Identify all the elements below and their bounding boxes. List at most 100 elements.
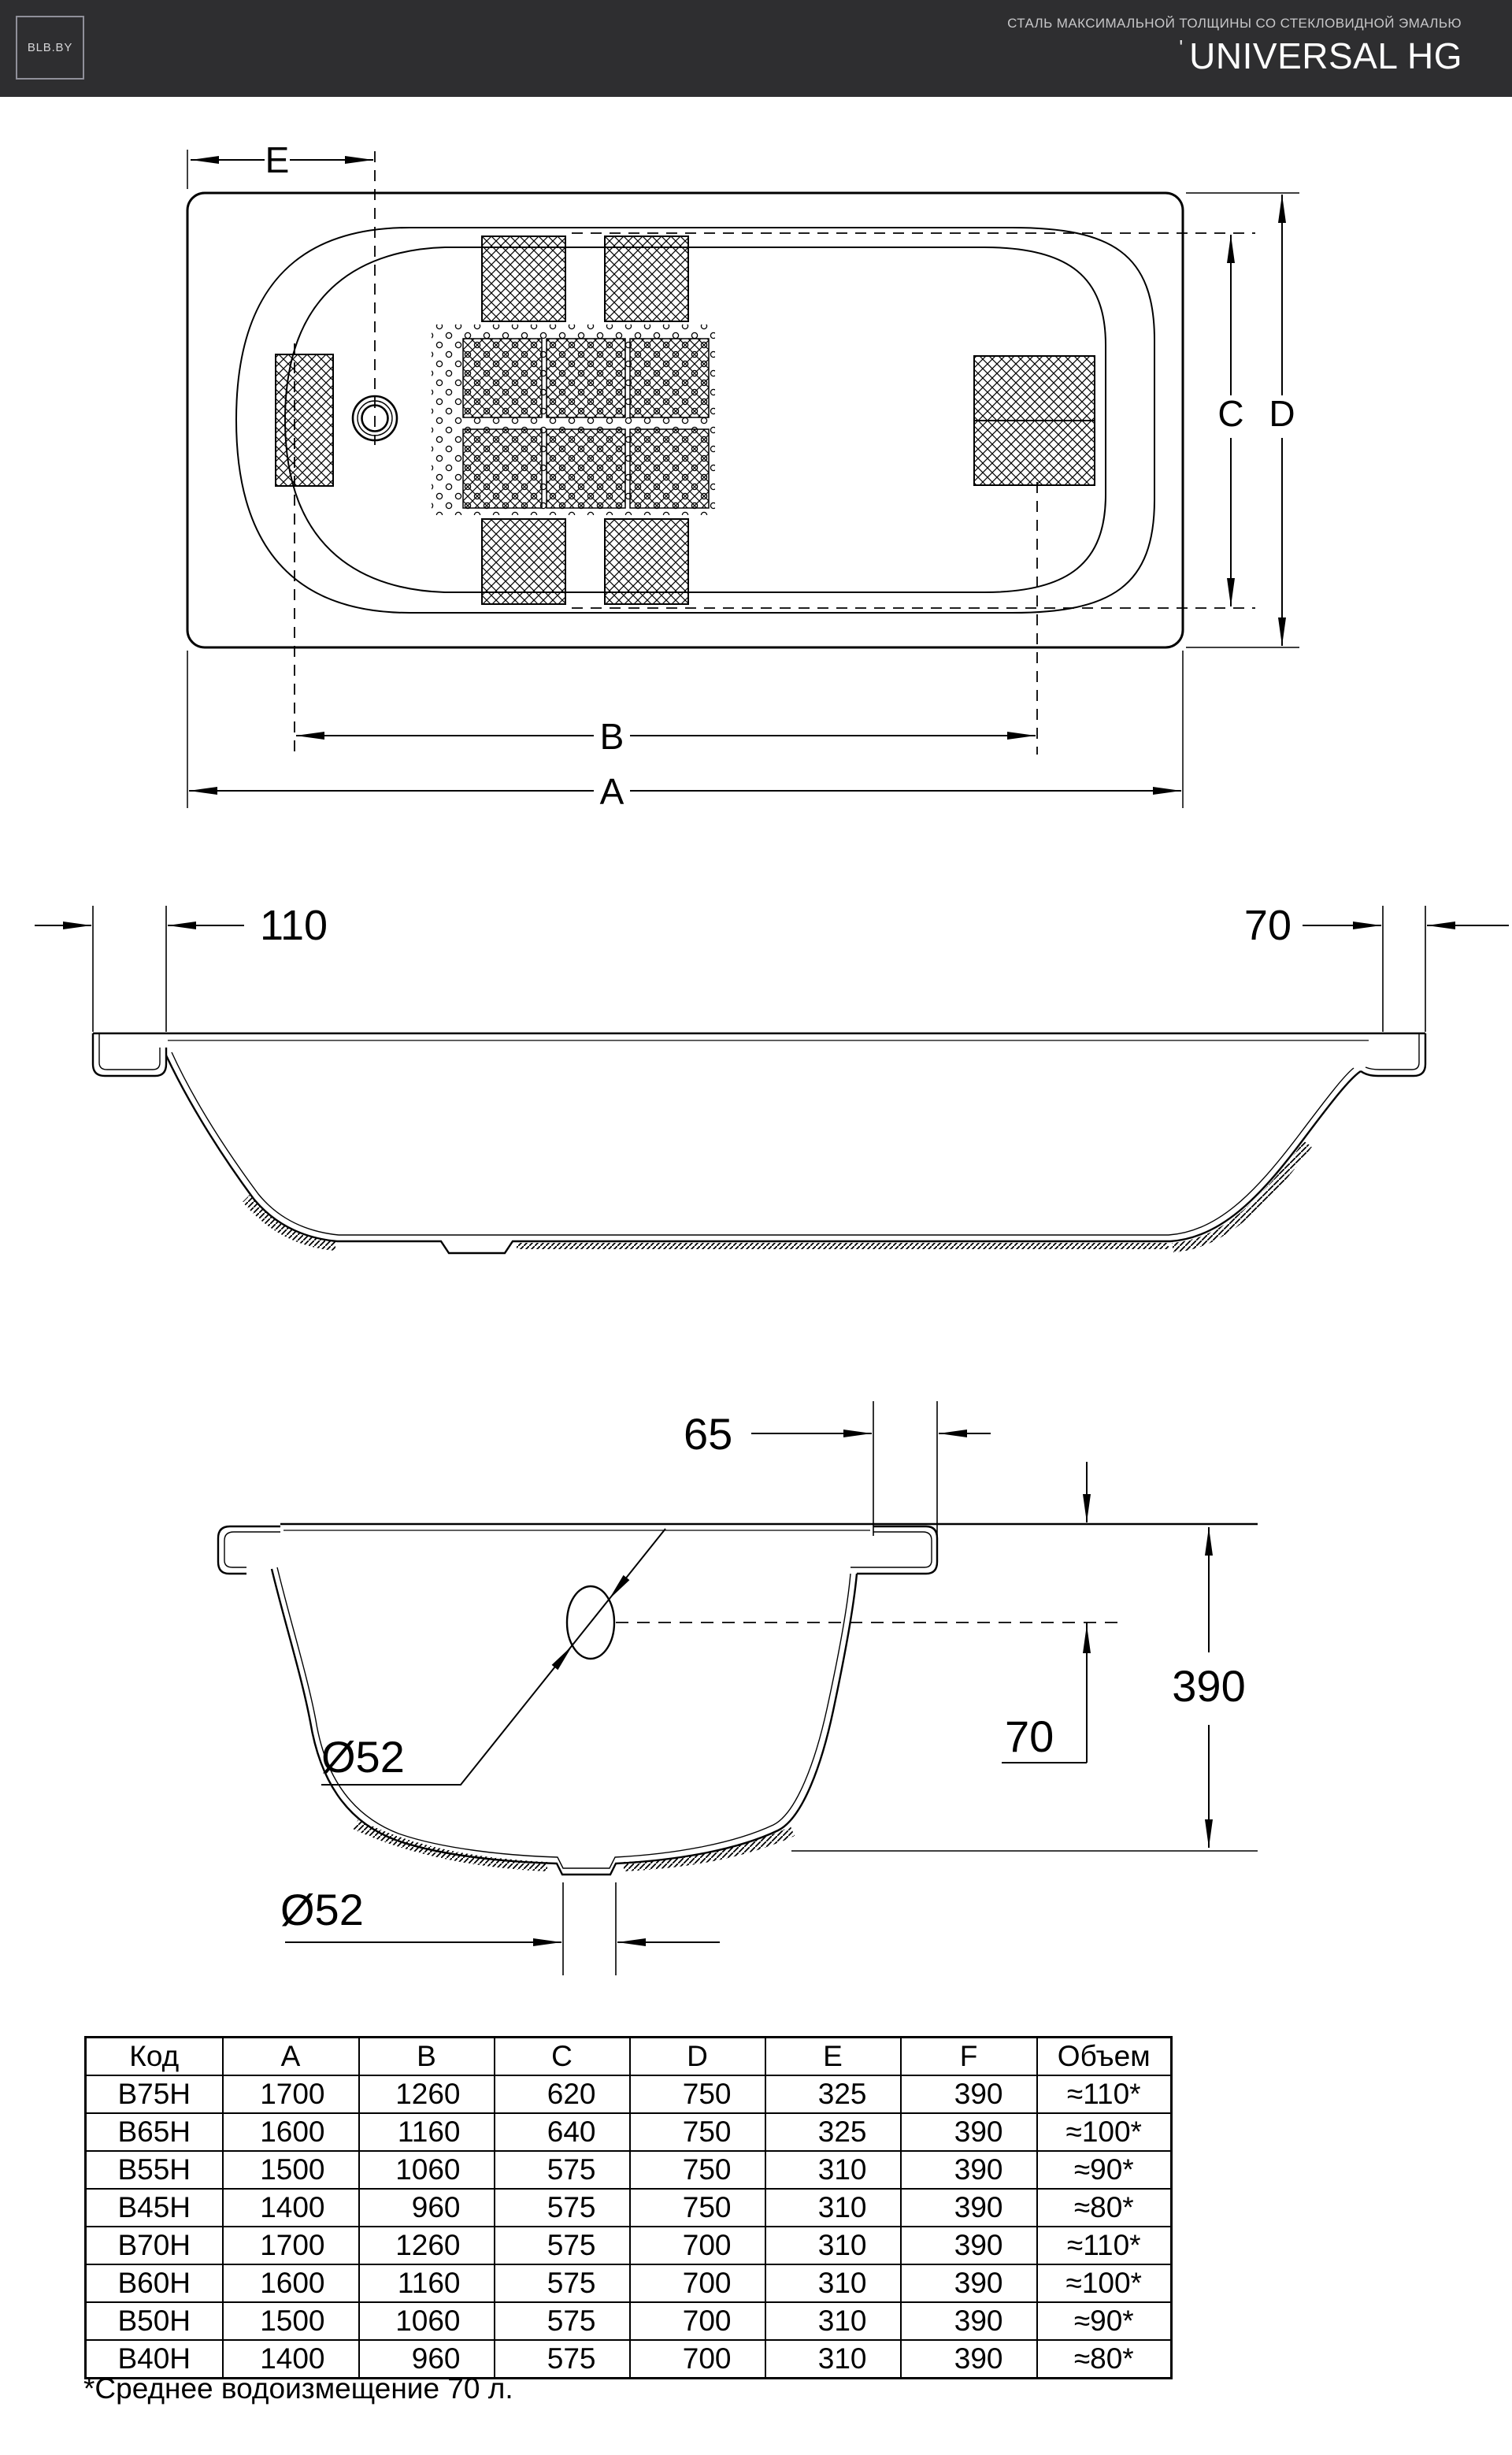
product-title-row: 'UNIVERSAL HG	[1179, 35, 1462, 77]
cell: 1060	[358, 2150, 495, 2190]
table-row: B40H 1400 960 575 700 310 390 ≈80*	[84, 2339, 1173, 2379]
cell-code: B75H	[84, 2075, 224, 2114]
table-row: B45H 1400 960 575 750 310 390 ≈80*	[84, 2188, 1173, 2227]
cell: 1400	[221, 2188, 360, 2227]
dim-label-e: E	[265, 139, 290, 180]
cell: 700	[628, 2226, 766, 2265]
dim-label-d: D	[1269, 393, 1295, 434]
cell-code: B40H	[84, 2339, 224, 2379]
cell: 750	[628, 2075, 766, 2114]
table-footnote: *Среднее водоизмещение 70 л.	[83, 2372, 513, 2405]
section-bottom-hatch	[353, 1819, 795, 1871]
dim-label-overflow: Ø52	[321, 1732, 405, 1782]
col-header: F	[899, 2036, 1038, 2076]
table-header-row: Код A B C D E F Объем	[84, 2036, 1173, 2076]
col-header: B	[358, 2036, 495, 2076]
col-header: C	[493, 2036, 631, 2076]
cell-code: B45H	[84, 2188, 224, 2227]
dim-label-70-side: 70	[1244, 902, 1292, 949]
product-subtitle: СТАЛЬ МАКСИМАЛЬНОЙ ТОЛЩИНЫ СО СТЕКЛОВИДН…	[1007, 16, 1462, 31]
cell: 1260	[358, 2226, 495, 2265]
side-view: 110 70	[35, 902, 1509, 1255]
table-row: B70H 1700 1260 575 700 310 390 ≈110*	[84, 2226, 1173, 2265]
cell: 390	[899, 2301, 1038, 2341]
cell-volume: ≈90*	[1036, 2301, 1173, 2341]
cell-volume: ≈100*	[1036, 2112, 1173, 2152]
cell: 750	[628, 2112, 766, 2152]
cell: 390	[899, 2188, 1038, 2227]
spec-table: Код A B C D E F Объем B75H 1700 1260 620…	[84, 2036, 1173, 2379]
cell-volume: ≈90*	[1036, 2150, 1173, 2190]
tub-basin-edge	[284, 247, 1106, 593]
col-header: A	[221, 2036, 360, 2076]
cell-code: B70H	[84, 2226, 224, 2265]
cell-volume: ≈110*	[1036, 2226, 1173, 2265]
cell: 575	[493, 2301, 631, 2341]
col-header: E	[764, 2036, 902, 2076]
cell: 390	[899, 2075, 1038, 2114]
brand-logo-text: BLB.BY	[27, 41, 73, 54]
cell: 310	[764, 2226, 902, 2265]
cell-volume: ≈80*	[1036, 2188, 1173, 2227]
cell-volume: ≈80*	[1036, 2339, 1173, 2379]
cell: 700	[628, 2264, 766, 2303]
cell-volume: ≈100*	[1036, 2264, 1173, 2303]
plan-extension-lines	[187, 150, 1299, 808]
table-row: B65H 1600 1160 640 750 325 390 ≈100*	[84, 2112, 1173, 2152]
dim-label-b: B	[600, 716, 624, 757]
cell: 575	[493, 2264, 631, 2303]
cell: 960	[358, 2339, 495, 2379]
header-bar: BLB.BY СТАЛЬ МАКСИМАЛЬНОЙ ТОЛЩИНЫ СО СТЕ…	[0, 0, 1512, 97]
brand-mark: '	[1179, 35, 1184, 59]
cell: 310	[764, 2188, 902, 2227]
anti-slip-pads	[275, 235, 1095, 605]
col-header: Объем	[1036, 2036, 1173, 2076]
cell-code: B55H	[84, 2150, 224, 2190]
cell: 1160	[358, 2264, 495, 2303]
cell: 310	[764, 2264, 902, 2303]
cell: 575	[493, 2226, 631, 2265]
section-view: Ø52 65 70 390 Ø52	[217, 1401, 1258, 1975]
product-title: UNIVERSAL HG	[1189, 35, 1462, 76]
table-row: B50H 1500 1060 575 700 310 390 ≈90*	[84, 2301, 1173, 2341]
cell: 575	[493, 2339, 631, 2379]
cell: 960	[358, 2188, 495, 2227]
col-header: Код	[84, 2036, 224, 2076]
cell: 700	[628, 2339, 766, 2379]
cell: 1500	[221, 2301, 360, 2341]
cell: 1600	[221, 2264, 360, 2303]
plan-view: E C D B A	[186, 139, 1299, 812]
overflow-hole	[565, 1585, 616, 1660]
cell: 1700	[221, 2226, 360, 2265]
dim-label-70-depth: 70	[1005, 1711, 1054, 1761]
cell: 640	[493, 2112, 631, 2152]
table-row: B60H 1600 1160 575 700 310 390 ≈100*	[84, 2264, 1173, 2303]
cell: 325	[764, 2075, 902, 2114]
dim-label-110: 110	[260, 902, 328, 949]
cell: 750	[628, 2188, 766, 2227]
center-texture-zone	[432, 324, 715, 515]
dim-label-a: A	[600, 771, 624, 812]
cell: 390	[899, 2226, 1038, 2265]
cell: 1700	[221, 2075, 360, 2114]
cell: 325	[764, 2112, 902, 2152]
dim-label-c: C	[1217, 393, 1243, 434]
brand-logo: BLB.BY	[16, 16, 84, 80]
cell-volume: ≈110*	[1036, 2075, 1173, 2114]
cell-code: B60H	[84, 2264, 224, 2303]
tub-inner-rim	[235, 227, 1155, 614]
cell: 390	[899, 2112, 1038, 2152]
cell: 575	[493, 2150, 631, 2190]
cell: 750	[628, 2150, 766, 2190]
cell: 1600	[221, 2112, 360, 2152]
cell: 575	[493, 2188, 631, 2227]
col-header: D	[628, 2036, 766, 2076]
cell: 1500	[221, 2150, 360, 2190]
cell: 310	[764, 2150, 902, 2190]
cell: 390	[899, 2150, 1038, 2190]
cell: 620	[493, 2075, 631, 2114]
cell-code: B65H	[84, 2112, 224, 2152]
dim-label-65: 65	[684, 1409, 732, 1459]
cell: 1400	[221, 2339, 360, 2379]
